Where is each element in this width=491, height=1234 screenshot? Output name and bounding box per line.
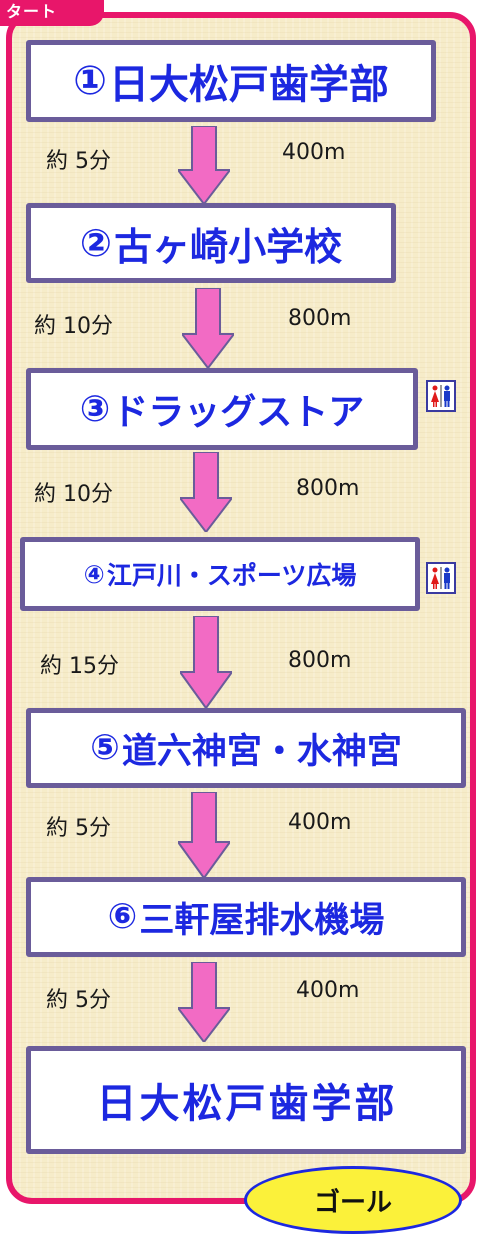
leg-1-time: 約 5分 — [46, 149, 111, 174]
leg-2-arrow-icon — [182, 288, 234, 368]
leg-3-arrow-icon — [180, 452, 232, 532]
restroom-icon — [426, 562, 456, 594]
leg-6-distance: 400m — [296, 978, 360, 1003]
goal-label: ゴール — [313, 1187, 392, 1218]
leg-2-distance: 800m — [288, 306, 352, 331]
leg-4-time: 約 15分 — [40, 654, 119, 679]
leg-5-time: 約 5分 — [46, 816, 111, 841]
stop-2-name: 古ヶ崎小学校 — [114, 224, 343, 269]
leg-1-arrow-icon — [178, 126, 230, 204]
stop-7-name: 日大松戸歯学部 — [96, 1081, 398, 1127]
stop-2-number: ② — [79, 221, 113, 265]
leg-2-time: 約 10分 — [34, 314, 113, 339]
goal-badge: ゴール — [244, 1166, 462, 1234]
leg-5-arrow-icon — [178, 792, 230, 878]
leg-4-distance: 800m — [288, 648, 352, 673]
stop-6-number: ⑥ — [107, 897, 138, 937]
stop-5-number: ⑤ — [90, 728, 120, 768]
leg-5-distance: 400m — [288, 810, 352, 835]
start-tab: タート — [0, 0, 104, 26]
leg-1-distance: 400m — [282, 140, 346, 165]
stop-4-number: ④ — [83, 559, 105, 589]
stop-5-name: 道六神宮・水神宮 — [121, 731, 402, 772]
stop-3-number: ③ — [79, 388, 111, 430]
leg-3-time: 約 10分 — [34, 482, 113, 507]
stop-6-name: 三軒屋排水機場 — [139, 900, 385, 941]
leg-6-time: 約 5分 — [46, 988, 111, 1013]
stop-1-name: 日大松戸歯学部 — [108, 62, 389, 108]
stop-4-name: 江戸川・スポーツ広場 — [106, 561, 357, 590]
leg-4-arrow-icon — [180, 616, 232, 708]
leg-3-distance: 800m — [296, 476, 360, 501]
stop-1-number: ① — [73, 58, 107, 104]
restroom-icon — [426, 380, 456, 412]
stop-3-name: ドラッグストア — [112, 392, 365, 433]
stop-7-box: 日大松戸歯学部 — [26, 1046, 466, 1154]
leg-6-arrow-icon — [178, 962, 230, 1042]
